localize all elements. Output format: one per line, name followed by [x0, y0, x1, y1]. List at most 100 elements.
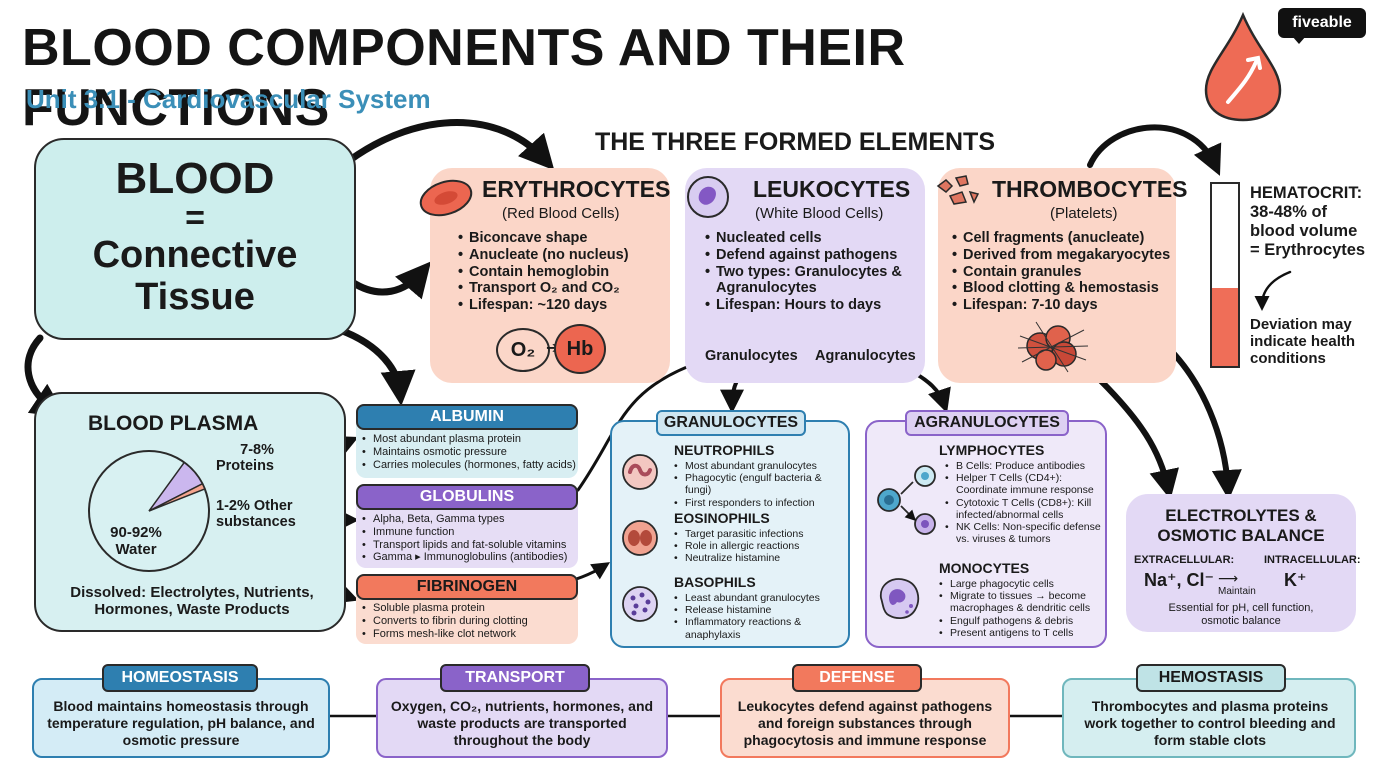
page-subtitle: Unit 3.1 - Cardiovascular System	[26, 84, 431, 114]
list-item: Transport O₂ and CO₂	[458, 280, 629, 297]
list-item: Target parasitic infections	[674, 528, 803, 540]
list-item: Carries molecules (hormones, fatty acids…	[362, 459, 576, 472]
plasma-pie-chart	[88, 450, 210, 572]
white-blood-cell-icon	[687, 176, 729, 218]
thrombocytes-subtitle: (Platelets)	[1050, 205, 1118, 222]
blood-definition-card: BLOOD = Connective Tissue	[34, 138, 356, 340]
list-item: Engulf pathogens & debris	[939, 615, 1105, 627]
list-item: Contain granules	[952, 264, 1170, 281]
hb-bubble: Hb	[554, 324, 606, 374]
electrolytes-title: ELECTROLYTES & OSMOTIC BALANCE	[1157, 506, 1325, 545]
fibrinogen-list: Soluble plasma protein Converts to fibri…	[362, 602, 528, 640]
list-item: Defend against pathogens	[705, 247, 921, 264]
list-item: Maintains osmotic pressure	[362, 446, 576, 459]
defense-card: DEFENSE Leukocytes defend against pathog…	[720, 664, 1010, 758]
page-title: BLOOD COMPONENTS AND THEIR FUNCTIONS	[22, 19, 906, 137]
lymphocytes-title: LYMPHOCYTES	[939, 442, 1045, 458]
globulins-header: GLOBULINS	[356, 484, 578, 510]
list-item: Nucleated cells	[705, 230, 921, 247]
leukocytes-subtitle: (White Blood Cells)	[755, 205, 884, 222]
fiveable-logo: fiveable	[1278, 8, 1366, 38]
hematocrit-note: Deviation may indicate health conditions	[1250, 316, 1356, 367]
leukocytes-list: Nucleated cells Defend against pathogens…	[705, 230, 921, 314]
list-item: Lifespan: Hours to days	[705, 297, 921, 314]
blood-line1: BLOOD	[115, 154, 275, 203]
list-item: Immune function	[362, 526, 567, 539]
granulocytes-label: Granulocytes	[705, 348, 798, 364]
monocyte-icon	[880, 578, 920, 619]
monocytes-title: MONOCYTES	[939, 560, 1030, 576]
eosinophils-list: Target parasitic infections Role in alle…	[674, 528, 803, 565]
plasma-water-label: 90-92% Water	[110, 524, 162, 558]
electrolytes-note: Essential for pH, cell function, osmotic…	[1168, 602, 1314, 627]
list-item: NK Cells: Non-specific defense vs. virus…	[945, 521, 1105, 545]
erythrocytes-card: ERYTHROCYTES (Red Blood Cells) Biconcave…	[419, 168, 670, 383]
list-item: Migrate to tissues → become macrophages …	[939, 590, 1105, 614]
list-item: Lifespan: 7-10 days	[952, 297, 1170, 314]
basophils-list: Least abundant granulocytes Release hist…	[674, 592, 846, 641]
list-item: Contain hemoglobin	[458, 264, 629, 281]
hemostasis-header: HEMOSTASIS	[1136, 664, 1286, 692]
list-item: Cell fragments (anucleate)	[952, 230, 1170, 247]
pie-slice-other	[148, 482, 206, 512]
plasma-title: BLOOD PLASMA	[88, 412, 259, 435]
red-blood-cell-icon	[419, 179, 473, 217]
arrow-blood-to-erythrocytes	[348, 261, 432, 300]
list-item: Present antigens to T cells	[939, 627, 1105, 639]
granulocytes-card: GRANULOCYTES NEUTROPHILS Most abundant g…	[610, 410, 850, 648]
homeostasis-text: Blood maintains homeostasis through temp…	[47, 698, 315, 748]
hematocrit-fill	[1212, 287, 1238, 366]
list-item: Release histamine	[674, 604, 846, 616]
list-item: Anucleate (no nucleus)	[458, 247, 629, 264]
list-item: Two types: Granulocytes & Agranulocytes	[705, 264, 921, 298]
albumin-card: ALBUMIN Most abundant plasma protein Mai…	[356, 404, 578, 478]
platelet-icon	[936, 175, 980, 205]
logo-text: fiveable	[1292, 14, 1352, 31]
list-item: Alpha, Beta, Gamma types	[362, 513, 567, 526]
fibrinogen-card: FIBRINOGEN Soluble plasma protein Conver…	[356, 574, 578, 644]
blood-drop-icon	[1204, 11, 1282, 122]
o2-label: O₂	[510, 339, 536, 361]
homeostasis-header: HOMEOSTASIS	[102, 664, 258, 692]
neutrophil-icon	[622, 454, 658, 490]
neutrophils-title: NEUTROPHILS	[674, 442, 775, 458]
plasma-other-label: 1-2% Other substances	[216, 498, 296, 530]
list-item: Neutralize histamine	[674, 552, 803, 564]
eosinophil-icon	[622, 520, 658, 556]
leukocytes-card: LEUKOCYTES (White Blood Cells) Nucleated…	[685, 168, 925, 383]
lymphocytes-list: B Cells: Produce antibodies Helper T Cel…	[945, 460, 1105, 545]
formed-elements-title: THE THREE FORMED ELEMENTS	[594, 128, 995, 156]
list-item: Helper T Cells (CD4+): Coordinate immune…	[945, 472, 1105, 496]
blood-plasma-card: BLOOD PLASMA 7-8% Proteins 1-2% Other su…	[34, 392, 346, 632]
list-item: Transport lipids and fat-soluble vitamin…	[362, 539, 567, 552]
list-item: Forms mesh-like clot network	[362, 628, 528, 641]
list-item: Converts to fibrin during clotting	[362, 615, 528, 628]
arrow-thrombo-to-electrolytes-1	[1097, 377, 1179, 500]
logo-tail	[1292, 36, 1306, 44]
electrolytes-card: ELECTROLYTES & OSMOTIC BALANCE EXTRACELL…	[1126, 494, 1361, 632]
transport-card: TRANSPORT Oxygen, CO₂, nutrients, hormon…	[376, 664, 668, 758]
defense-text: Leukocytes defend against pathogens and …	[737, 698, 993, 748]
blood-line3: Connective	[92, 234, 298, 276]
blood-line4: Tissue	[135, 276, 255, 318]
list-item: Biconcave shape	[458, 230, 629, 247]
list-item: First responders to infection	[674, 497, 848, 509]
basophils-title: BASOPHILS	[674, 574, 756, 590]
globulins-card: GLOBULINS Alpha, Beta, Gamma types Immun…	[356, 484, 578, 568]
erythrocytes-subtitle: (Red Blood Cells)	[502, 205, 620, 222]
list-item: B Cells: Produce antibodies	[945, 460, 1105, 472]
erythrocytes-list: Biconcave shape Anucleate (no nucleus) C…	[458, 230, 629, 314]
list-item: Role in allergic reactions	[674, 540, 803, 552]
list-item: Most abundant plasma protein	[362, 433, 576, 446]
neutrophils-list: Most abundant granulocytes Phagocytic (e…	[674, 460, 848, 509]
agranulocytes-label: Agranulocytes	[815, 348, 916, 364]
list-item: Large phagocytic cells	[939, 578, 1105, 590]
list-item: Phagocytic (engulf bacteria & fungi)	[674, 472, 848, 496]
arrow-blood-to-albumin	[336, 326, 416, 406]
plasma-dissolved: Dissolved: Electrolytes, Nutrients, Horm…	[70, 584, 314, 618]
agranulocytes-header: AGRANULOCYTES	[905, 410, 1069, 436]
globulins-list: Alpha, Beta, Gamma types Immune function…	[362, 513, 567, 564]
intracellular-ions: K⁺	[1284, 570, 1307, 590]
blood-line2: =	[185, 199, 205, 237]
transport-text: Oxygen, CO₂, nutrients, hormones, and wa…	[390, 698, 654, 748]
